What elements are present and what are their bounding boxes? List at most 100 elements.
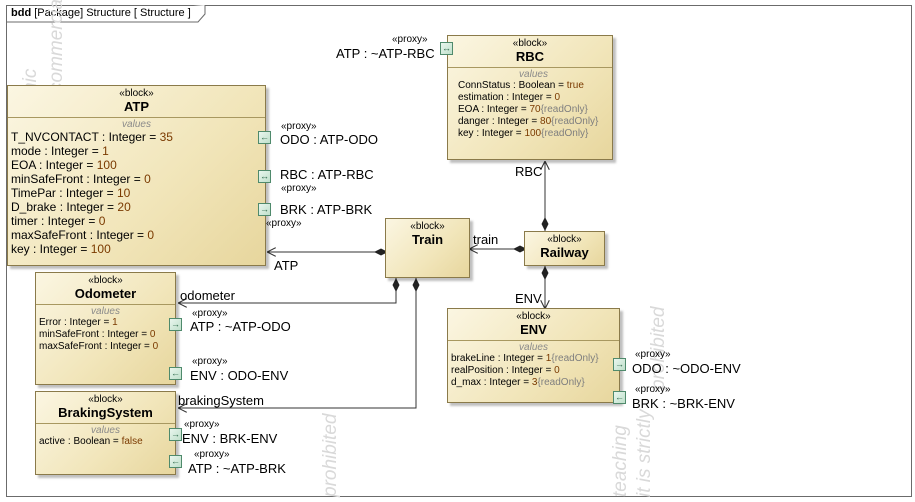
block-rbc[interactable]: «block» RBC values ConnStatus : Boolean … xyxy=(447,35,613,160)
port-stereotype: «proxy» xyxy=(192,308,228,319)
block-braking-system[interactable]: «block» BrakingSystem values active : Bo… xyxy=(35,391,176,475)
block-stereotype: «block» xyxy=(119,88,154,99)
port-label-rbc-atp: ATP : ~ATP-RBC xyxy=(336,46,435,61)
values-compartment: values active : Boolean = false xyxy=(36,423,175,448)
port-label-brk-atp: ATP : ~ATP-BRK xyxy=(188,461,286,476)
attribute[interactable]: maxSafeFront : Integer = 0 xyxy=(39,341,159,352)
block-atp[interactable]: «block» ATP values T_NVCONTACT : Integer… xyxy=(7,85,266,266)
frame-title: bdd [Package] Structure [ Structure ] xyxy=(11,7,191,19)
port-label-env-brk: BRK : ~BRK-ENV xyxy=(632,396,735,411)
attribute[interactable]: estimation : Integer = 0 xyxy=(458,92,561,103)
port-label-atp-rbc: RBC : ATP-RBC xyxy=(280,167,374,182)
compartment-title: values xyxy=(91,425,120,436)
composition-diamond-railway-train xyxy=(513,245,527,253)
port-label-atp-brk: BRK : ATP-BRK xyxy=(280,202,373,217)
attribute[interactable]: danger : Integer = 80{readOnly} xyxy=(458,116,599,127)
port-stereotype: «proxy» xyxy=(635,349,671,360)
values-compartment: values ConnStatus : Boolean = true estim… xyxy=(448,67,612,140)
role-label-braking-system: brakingSystem xyxy=(178,393,264,408)
attribute[interactable]: mode : Integer = 1 xyxy=(11,144,109,158)
port-stereotype: «proxy» xyxy=(392,34,428,45)
block-name: RBC xyxy=(515,49,545,64)
block-train[interactable]: «block» Train xyxy=(385,218,470,278)
port-label-odo-atp: ATP : ~ATP-ODO xyxy=(190,319,291,334)
diagram-frame xyxy=(6,5,912,497)
block-name: BrakingSystem xyxy=(58,405,153,420)
port-label-atp-odo: ODO : ATP-ODO xyxy=(280,132,378,147)
port-stereotype: «proxy» xyxy=(194,449,230,460)
port-atp-brk-icon[interactable]: → xyxy=(258,203,271,216)
role-label-env: ENV xyxy=(515,291,542,306)
role-label-atp: ATP xyxy=(274,258,299,273)
values-compartment: values T_NVCONTACT : Integer = 35 mode :… xyxy=(8,117,265,256)
values-compartment: values Error : Integer = 1 minSafeFront … xyxy=(36,304,175,353)
composition-diamond-railway-env xyxy=(541,266,549,280)
attribute[interactable]: key : Integer = 100 xyxy=(11,242,111,256)
attribute[interactable]: realPosition : Integer = 0 xyxy=(451,365,560,376)
block-stereotype: «block» xyxy=(512,38,548,49)
attribute[interactable]: timer : Integer = 0 xyxy=(11,214,106,228)
port-stereotype: «proxy» xyxy=(281,183,317,194)
block-stereotype: «block» xyxy=(88,275,123,286)
composition-diamond-train-odometer xyxy=(392,278,400,292)
watermark-text: it is strictly xyxy=(634,409,655,497)
block-env[interactable]: «block» ENV values brakeLine : Integer =… xyxy=(447,308,620,403)
compartment-title: values xyxy=(519,69,548,80)
compartment-title: values xyxy=(519,342,548,353)
port-label-env-odo: ODO : ~ODO-ENV xyxy=(632,361,741,376)
block-name: Odometer xyxy=(74,286,137,301)
port-odo-atp-icon[interactable]: → xyxy=(169,318,182,331)
attribute[interactable]: ConnStatus : Boolean = true xyxy=(458,80,584,91)
watermark-text: commercial xyxy=(46,0,67,92)
attribute[interactable]: TimePar : Integer = 10 xyxy=(11,186,131,200)
port-env-odo-icon[interactable]: → xyxy=(613,358,626,371)
role-label-odometer: odometer xyxy=(180,288,235,303)
role-label-train: train xyxy=(473,232,499,247)
port-stereotype: «proxy» xyxy=(635,384,671,395)
role-label-rbc: RBC xyxy=(515,164,543,179)
edge-train-braking[interactable] xyxy=(179,278,417,408)
watermark-text: prohibited xyxy=(320,413,341,497)
values-compartment: values brakeLine : Integer = 1{readOnly}… xyxy=(448,340,619,389)
block-stereotype: «block» xyxy=(88,394,123,405)
block-railway[interactable]: «block» Railway xyxy=(524,231,605,266)
block-name: ATP xyxy=(123,99,150,114)
attribute[interactable]: brakeLine : Integer = 1{readOnly} xyxy=(451,353,599,364)
port-atp-odo-icon[interactable]: ← xyxy=(258,131,271,144)
block-stereotype: «block» xyxy=(547,234,582,245)
port-stereotype: «proxy» xyxy=(266,218,302,229)
port-label-brk-env: ENV : BRK-ENV xyxy=(182,431,278,446)
block-odometer[interactable]: «block» Odometer values Error : Integer … xyxy=(35,272,176,385)
frame-kind: bdd xyxy=(11,7,32,19)
watermark-text: teaching xyxy=(610,425,631,497)
port-label-odo-env: ENV : ODO-ENV xyxy=(190,368,289,383)
port-rbc-atp-icon[interactable]: ↔ xyxy=(440,42,453,55)
port-atp-rbc-icon[interactable]: ↔ xyxy=(258,170,271,183)
port-stereotype: «proxy» xyxy=(281,121,317,132)
block-name: Train xyxy=(411,232,444,247)
composition-diamond-train-braking xyxy=(412,278,420,292)
attribute[interactable]: Error : Integer = 1 xyxy=(39,317,118,328)
attribute[interactable]: active : Boolean = false xyxy=(39,436,143,447)
port-brk-atp-icon[interactable]: ← xyxy=(169,455,182,468)
block-name: Railway xyxy=(540,245,589,260)
attribute[interactable]: d_max : Integer = 3{readOnly} xyxy=(451,377,585,388)
attribute[interactable]: minSafeFront : Integer = 0 xyxy=(39,329,156,340)
frame-name: [Package] Structure [ Structure ] xyxy=(34,7,191,19)
composition-diamond-train-atp xyxy=(374,248,388,256)
block-stereotype: «block» xyxy=(410,221,445,232)
attribute[interactable]: EOA : Integer = 70{readOnly} xyxy=(458,104,588,115)
attribute[interactable]: minSafeFront : Integer = 0 xyxy=(11,172,151,186)
port-stereotype: «proxy» xyxy=(184,419,220,430)
port-odo-env-icon[interactable]: ← xyxy=(169,367,182,380)
attribute[interactable]: maxSafeFront : Integer = 0 xyxy=(11,228,155,242)
attribute[interactable]: EOA : Integer = 100 xyxy=(11,158,117,172)
compartment-title: values xyxy=(122,119,151,130)
port-env-brk-icon[interactable]: ← xyxy=(613,391,626,404)
attribute[interactable]: T_NVCONTACT : Integer = 35 xyxy=(11,130,173,144)
port-brk-env-icon[interactable]: → xyxy=(169,428,182,441)
attribute[interactable]: key : Integer = 100{readOnly} xyxy=(458,128,589,139)
attribute[interactable]: D_brake : Integer = 20 xyxy=(11,200,131,214)
